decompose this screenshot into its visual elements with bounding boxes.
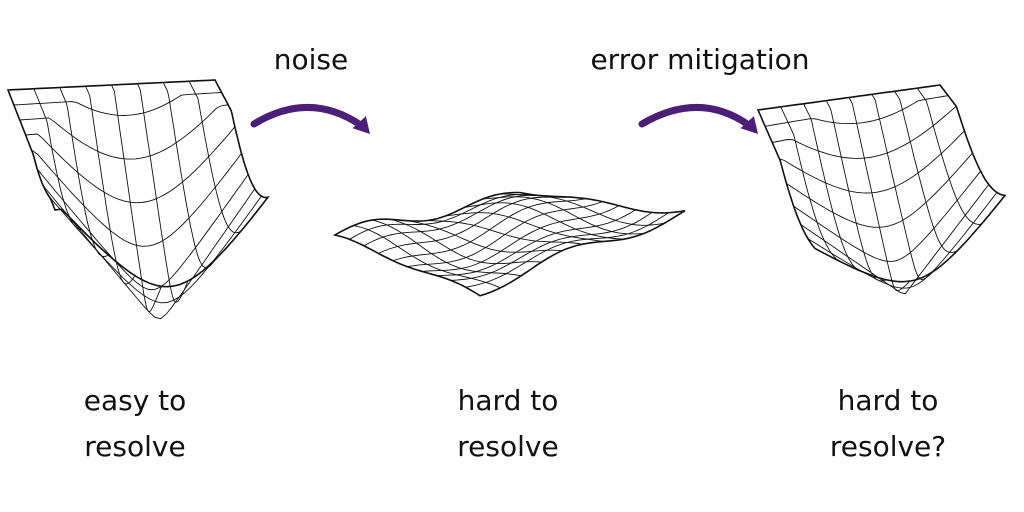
caption-line-1: easy to — [83, 384, 187, 417]
mesh-line — [445, 212, 604, 242]
surface-outline — [756, 84, 1007, 283]
mesh-line — [37, 169, 249, 291]
mesh-line — [136, 83, 189, 303]
surface-outline — [332, 191, 686, 297]
mitigation-arrow — [638, 104, 758, 134]
mesh-line — [793, 170, 981, 262]
surface-fill — [335, 192, 685, 296]
mesh-line — [871, 94, 935, 280]
mesh-line — [421, 205, 620, 272]
arrow-head — [352, 116, 370, 134]
surface-fill — [8, 80, 268, 287]
mesh-line — [42, 185, 256, 320]
arrow-head — [740, 116, 758, 134]
mesh-line — [786, 152, 973, 228]
mesh-line — [916, 87, 982, 225]
surface-outline — [6, 79, 270, 288]
caption-line-1: hard to — [837, 384, 939, 417]
mesh-line — [482, 196, 645, 235]
arrow-shaft — [250, 104, 366, 130]
caption-line-1: hard to — [457, 384, 559, 417]
mesh-line — [48, 195, 262, 304]
easy-landscape-surface — [6, 79, 270, 320]
mesh-line — [436, 209, 636, 277]
mesh-line — [464, 202, 624, 240]
error-mitigation-label: error mitigation — [590, 43, 810, 76]
mitigated-landscape-caption: hard to resolve? — [808, 378, 968, 470]
easy-landscape-caption: easy to resolve — [55, 378, 215, 470]
mesh-line — [465, 212, 669, 288]
caption-line-2: resolve? — [829, 430, 947, 463]
mesh-line — [188, 81, 242, 234]
caption-line-2: resolve — [84, 430, 186, 463]
surface-fill — [758, 85, 1005, 282]
mesh-line — [501, 193, 665, 226]
flat-landscape-surface — [332, 191, 686, 297]
caption-line-2: resolve — [457, 430, 559, 463]
mesh-line — [450, 212, 653, 281]
mesh-line — [800, 184, 990, 295]
noise-arrow — [250, 104, 370, 134]
mesh-line — [894, 91, 958, 253]
flat-landscape-caption: hard to resolve — [428, 378, 588, 470]
mitigated-landscape-surface — [756, 84, 1007, 295]
noise-label: noise — [273, 43, 349, 76]
mesh-line — [807, 192, 998, 289]
arrow-shaft — [638, 104, 754, 130]
mesh-line — [407, 201, 603, 268]
mesh-line — [31, 149, 242, 247]
